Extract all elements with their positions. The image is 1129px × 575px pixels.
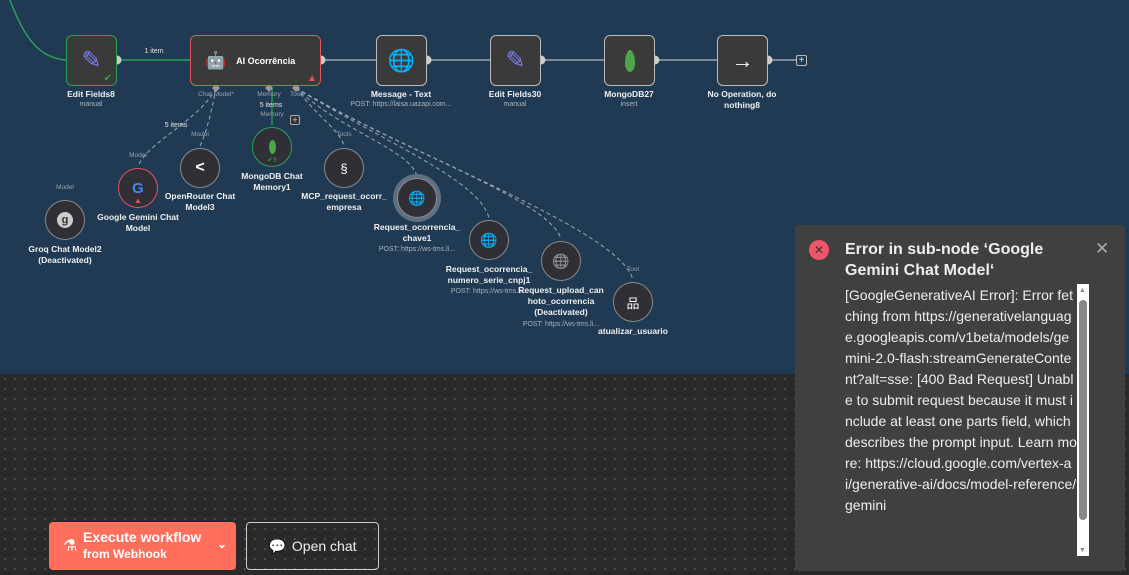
add-tool-button[interactable]: + bbox=[290, 115, 300, 125]
arrow-right-icon: → bbox=[731, 47, 754, 73]
node-label: OpenRouter Chat bbox=[164, 191, 236, 201]
port-tag: Model bbox=[129, 152, 147, 159]
node-label: Message - Text bbox=[370, 89, 432, 99]
scroll-down-icon[interactable]: ▼ bbox=[1079, 547, 1086, 554]
globe-icon: 🌐 bbox=[408, 189, 426, 206]
open-chat-button[interactable]: 💬 Open chat bbox=[246, 522, 379, 570]
node-subtitle: POST: https://ws-tms.li... bbox=[450, 288, 528, 295]
success-check-icon: ✔ bbox=[103, 73, 112, 84]
node-label: Request_ocorrencia_ bbox=[445, 264, 533, 274]
ai-agent-node[interactable]: 🤖 AI Ocorrência ▲ bbox=[190, 35, 321, 86]
execute-label: Execute workflow bbox=[83, 529, 202, 545]
atualizar-usuario-node[interactable]: 品 bbox=[613, 282, 653, 322]
groq-chat-model-node[interactable]: g bbox=[45, 200, 85, 240]
item-count: 5 items bbox=[259, 102, 283, 109]
item-count: 5 items bbox=[164, 122, 188, 129]
port-tag: Model bbox=[56, 184, 74, 191]
robot-icon: 🤖 bbox=[205, 50, 227, 70]
request-ocorrencia-chave1-node[interactable]: 🌐 bbox=[397, 178, 437, 218]
node-label: Model bbox=[125, 223, 151, 233]
close-icon[interactable]: ✕ bbox=[1095, 239, 1110, 258]
no-operation-node[interactable]: → bbox=[717, 35, 768, 86]
mongodb-leaf-icon bbox=[268, 140, 276, 154]
request-ocorrencia-cnpj-node[interactable]: 🌐 bbox=[469, 220, 509, 260]
node-label: No Operation, do bbox=[707, 89, 777, 99]
node-label: Request_ocorrencia_ bbox=[373, 222, 461, 232]
error-notification: ✕ Error in sub-node ‘Google Gemini Chat … bbox=[795, 225, 1125, 571]
chat-bubble-icon: 💬 bbox=[268, 537, 286, 554]
node-label: Edit Fields30 bbox=[488, 89, 542, 99]
node-subtitle: manual bbox=[79, 101, 103, 108]
warning-icon: ▲ bbox=[134, 196, 142, 205]
node-label: Memory1 bbox=[253, 182, 291, 192]
success-badge: ✔5 bbox=[267, 157, 277, 164]
error-message: [GoogleGenerativeAI Error]: Error fetchi… bbox=[845, 287, 1077, 513]
mongodb-leaf-icon bbox=[624, 49, 635, 72]
scrollbar[interactable]: ▲ ▼ bbox=[1077, 284, 1089, 556]
groq-icon: g bbox=[57, 212, 73, 228]
add-node-button[interactable]: + bbox=[796, 55, 807, 66]
node-label: MongoDB Chat bbox=[241, 171, 303, 181]
open-chat-label: Open chat bbox=[291, 538, 357, 554]
node-label: atualizar_usuario bbox=[598, 326, 668, 336]
request-upload-node[interactable]: 🌐 bbox=[541, 241, 581, 281]
globe-icon: 🌐 bbox=[552, 252, 570, 269]
node-label: MongoDB27 bbox=[604, 89, 654, 99]
node-label: (Deactivated) bbox=[534, 307, 588, 317]
node-subtitle: POST: https://ws-tms.li... bbox=[522, 321, 600, 328]
mongodb-chat-memory-node[interactable]: ✔5 bbox=[252, 127, 292, 167]
node-label: Model3 bbox=[185, 202, 215, 212]
flask-icon: ⚗ bbox=[63, 538, 78, 555]
openrouter-icon: < bbox=[195, 159, 205, 176]
node-subtitle: POST: https://laisa.uazapi.com... bbox=[350, 101, 452, 108]
network-icon: 品 bbox=[626, 295, 640, 311]
node-label: AI Ocorrência bbox=[236, 55, 296, 66]
google-icon: G bbox=[132, 179, 144, 197]
mcp-icon: § bbox=[340, 160, 348, 176]
globe-icon: 🌐 bbox=[387, 47, 416, 73]
chevron-down-icon[interactable]: ⌄ bbox=[216, 537, 227, 551]
scrollbar-thumb[interactable] bbox=[1079, 300, 1087, 520]
openrouter-chat-model-node[interactable]: < bbox=[180, 148, 220, 188]
error-title: Error in sub-node ‘Google Gemini Chat Mo… bbox=[845, 241, 1044, 279]
google-gemini-chat-model-node[interactable]: G▲ bbox=[118, 168, 158, 208]
node-label: nothing8 bbox=[724, 100, 760, 110]
globe-icon: 🌐 bbox=[480, 231, 498, 248]
node-label: numero_serie_cnpj1 bbox=[447, 275, 531, 285]
node-label: MCP_request_ocorr_ bbox=[301, 191, 387, 201]
pencil-icon: ✎ bbox=[81, 47, 102, 74]
port-tool: Tool bbox=[290, 91, 302, 98]
pencil-icon: ✎ bbox=[505, 47, 526, 74]
warning-icon: ▲ bbox=[307, 73, 317, 84]
execute-workflow-button[interactable]: ⚗ Execute workflow from Webhook ⌄ bbox=[49, 522, 236, 570]
port-tag: Model bbox=[191, 131, 209, 138]
node-label: Groq Chat Model2 bbox=[28, 244, 102, 254]
node-subtitle: POST: https://ws-tms.li... bbox=[378, 246, 456, 253]
message-text-node[interactable]: 🌐 bbox=[376, 35, 427, 86]
node-label: Google Gemini Chat bbox=[97, 212, 179, 222]
port-tag: Tools bbox=[336, 131, 352, 138]
scroll-up-icon[interactable]: ▲ bbox=[1079, 287, 1086, 294]
node-label: empresa bbox=[326, 202, 362, 212]
port-tag: Memory bbox=[260, 111, 284, 118]
node-subtitle: insert bbox=[620, 101, 638, 108]
port-tag: Tool bbox=[627, 266, 639, 273]
port-chat-model: Chat Model* bbox=[198, 91, 234, 98]
item-count: 1 item bbox=[144, 48, 164, 55]
node-label: chave1 bbox=[402, 233, 432, 243]
node-label: Edit Fields8 bbox=[67, 89, 115, 99]
port-memory: Memory bbox=[257, 91, 281, 98]
edit-fields30-node[interactable]: ✎ bbox=[490, 35, 541, 86]
node-label: Request_upload_can bbox=[518, 285, 604, 295]
error-icon: ✕ bbox=[809, 240, 829, 260]
edit-fields8-node[interactable]: ✎ ✔ bbox=[66, 35, 117, 86]
mongodb27-node[interactable] bbox=[604, 35, 655, 86]
mcp-request-node[interactable]: § bbox=[324, 148, 364, 188]
execute-sublabel: from Webhook bbox=[83, 547, 167, 561]
node-label: hoto_ocorrencia bbox=[527, 296, 595, 306]
node-subtitle: manual bbox=[503, 101, 527, 108]
node-label: (Deactivated) bbox=[38, 255, 92, 265]
